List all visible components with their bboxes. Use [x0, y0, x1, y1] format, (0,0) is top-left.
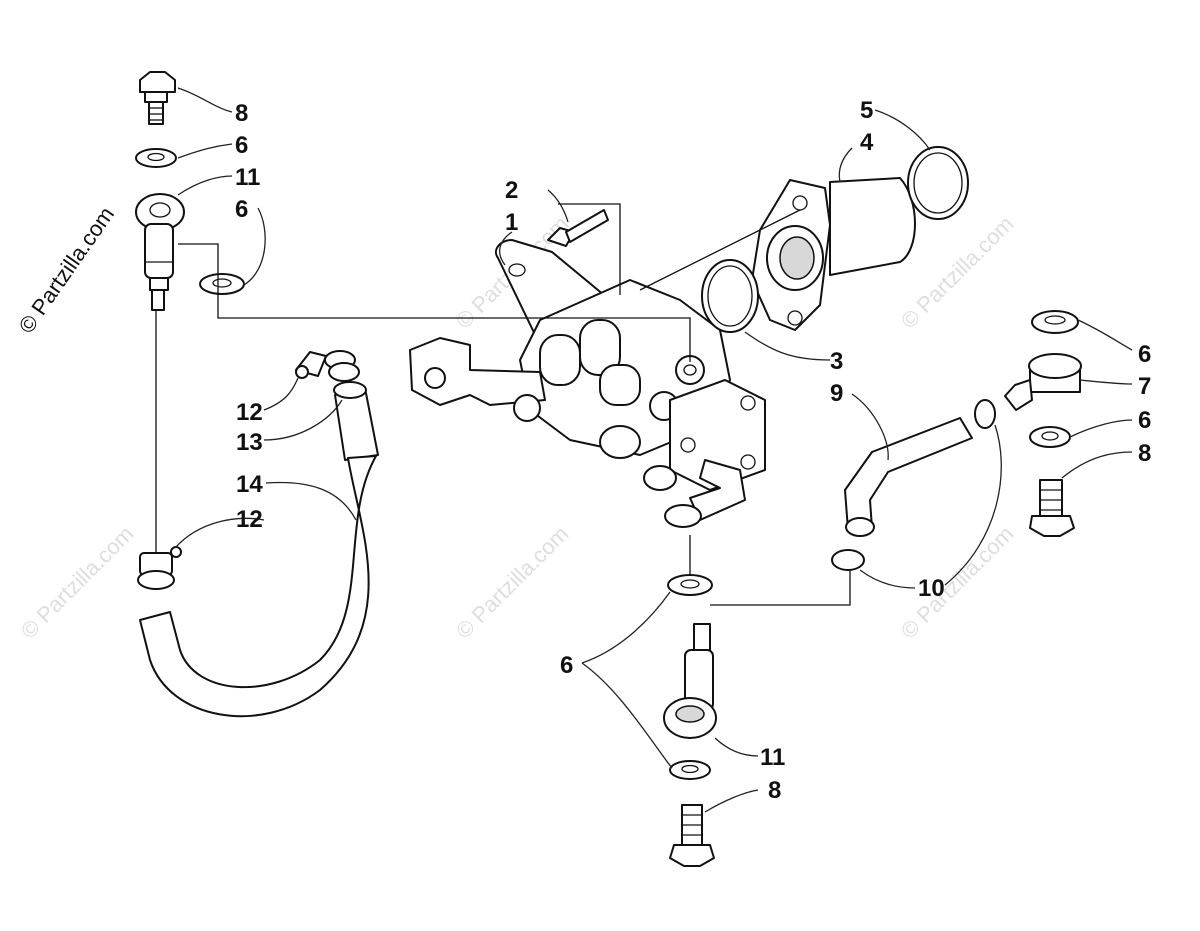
assembly-line — [178, 243, 691, 362]
callouts: 8 6 11 6 2 1 5 4 3 9 6 7 6 8 12 13 14 12… — [235, 97, 1151, 804]
banjo-bolt-right — [1029, 479, 1075, 537]
callout-13: 13 — [236, 429, 263, 456]
callout-1: 1 — [505, 209, 518, 236]
callout-4: 4 — [860, 129, 874, 156]
washer — [669, 760, 711, 780]
callout-8: 8 — [768, 777, 781, 804]
hose-clamp-top — [295, 350, 360, 382]
callout-6: 6 — [1138, 341, 1151, 368]
o-ring — [907, 146, 969, 220]
callout-9: 9 — [830, 380, 843, 407]
watermark: © Partzilla.com — [896, 521, 1019, 644]
o-ring — [701, 259, 759, 333]
hose-short — [333, 381, 379, 461]
hose-clamp-bottom — [137, 546, 182, 590]
leader-lines — [174, 87, 1133, 813]
pump-mount-bolt — [547, 209, 609, 247]
callout-8: 8 — [1138, 440, 1151, 467]
callout-11: 11 — [235, 164, 260, 191]
washer — [135, 148, 177, 168]
callout-7: 7 — [1138, 373, 1151, 400]
callout-6: 6 — [560, 652, 573, 679]
watermark: © Partzilla.com — [451, 521, 574, 644]
banjo-bolt-bottom — [669, 804, 715, 867]
banjo-bolt-top — [139, 71, 176, 125]
washer — [1029, 426, 1071, 448]
hose-small — [844, 417, 973, 537]
assembly-line — [558, 203, 621, 295]
banjo-fitting-left — [135, 193, 185, 311]
callout-14: 14 — [236, 471, 263, 498]
hose-clamp-small — [831, 399, 996, 571]
callout-12: 12 — [236, 399, 263, 426]
banjo-fitting-bottom — [663, 623, 717, 739]
washer — [667, 574, 713, 596]
callout-2: 2 — [505, 177, 518, 204]
banjo-fitting-right — [1004, 353, 1082, 411]
pump-flange-adapter — [751, 177, 916, 331]
assembly-line — [710, 560, 851, 606]
callout-5: 5 — [860, 97, 873, 124]
callout-6: 6 — [1138, 407, 1151, 434]
washer — [1031, 310, 1079, 334]
callout-12: 12 — [236, 506, 263, 533]
hose-long — [139, 455, 377, 718]
washer — [199, 273, 245, 295]
copyright-label: © Partzilla.com — [14, 202, 120, 338]
callout-11: 11 — [760, 744, 785, 771]
callout-6: 6 — [235, 132, 248, 159]
watermark: © Partzilla.com — [16, 521, 139, 644]
callout-6: 6 — [235, 196, 248, 223]
callout-8: 8 — [235, 100, 248, 127]
callout-3: 3 — [830, 348, 843, 375]
oil-pump — [409, 239, 766, 528]
assembly-line — [639, 209, 801, 291]
callout-10: 10 — [918, 575, 945, 602]
